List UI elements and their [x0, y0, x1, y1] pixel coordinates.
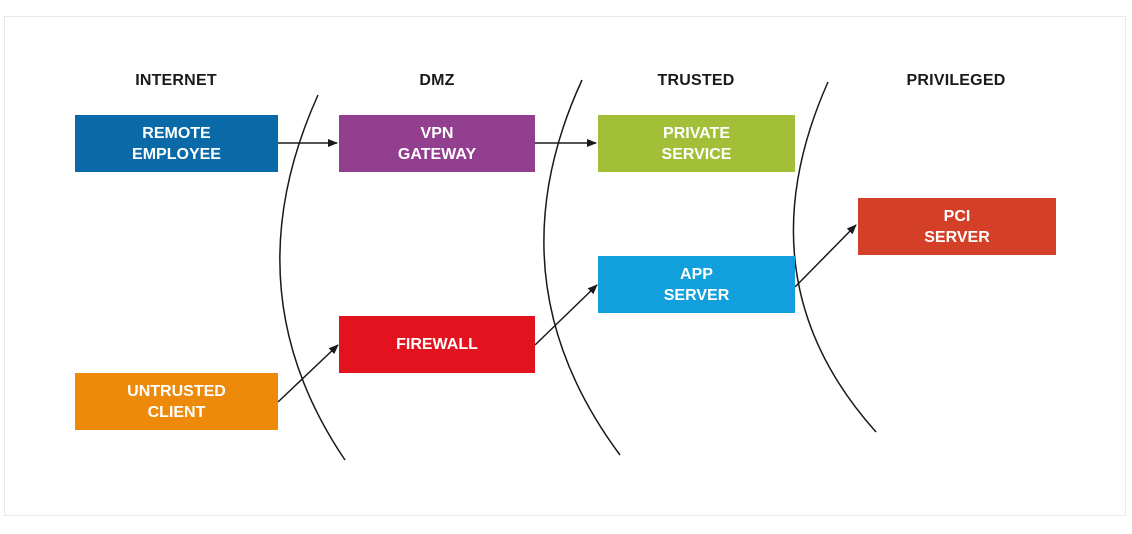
node-app-server-line2: SERVER: [663, 286, 730, 304]
zone-label-privileged: PRIVILEGED: [906, 72, 1006, 89]
node-vpn-gateway-line1: VPN: [420, 124, 454, 142]
node-app-server-line1: APP: [680, 265, 713, 283]
node-private-service-line1: PRIVATE: [663, 124, 730, 142]
node-app-server: APP SERVER: [598, 256, 795, 313]
node-remote-employee-line1: REMOTE: [142, 124, 211, 142]
node-vpn-gateway: VPN GATEWAY: [339, 115, 535, 172]
node-vpn-gateway-line2: GATEWAY: [397, 145, 477, 163]
zone-label-dmz: DMZ: [419, 72, 455, 89]
node-untrusted-client-line2: CLIENT: [147, 403, 206, 421]
node-remote-employee-line2: EMPLOYEE: [132, 145, 221, 163]
zone-label-internet: INTERNET: [135, 72, 217, 89]
node-firewall-line1: FIREWALL: [396, 336, 478, 353]
node-firewall: FIREWALL: [339, 316, 535, 373]
node-pci-server: PCI SERVER: [858, 198, 1056, 255]
diagram-frame: [4, 16, 1126, 516]
node-private-service-line2: SERVICE: [661, 145, 732, 163]
node-untrusted-client-line1: UNTRUSTED: [127, 382, 226, 400]
node-pci-server-line2: SERVER: [924, 228, 990, 246]
node-remote-employee: REMOTE EMPLOYEE: [75, 115, 278, 172]
node-private-service: PRIVATE SERVICE: [598, 115, 795, 172]
zone-label-trusted: TRUSTED: [657, 72, 735, 89]
node-untrusted-client: UNTRUSTED CLIENT: [75, 373, 278, 430]
node-pci-server-line1: PCI: [943, 207, 971, 225]
